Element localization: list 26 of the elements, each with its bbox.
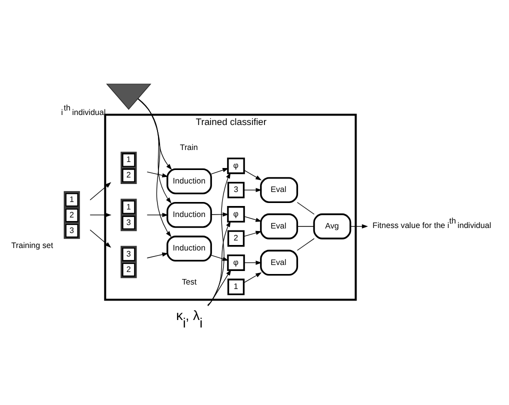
connector (296, 202, 315, 215)
arrow (243, 188, 262, 192)
arrow (244, 170, 262, 180)
arrow (210, 254, 229, 261)
arrow (138, 98, 172, 204)
connector (296, 226, 314, 227)
arrow (146, 212, 168, 218)
arrow (138, 98, 172, 238)
arrow (90, 182, 112, 200)
arrow (207, 269, 232, 306)
arrow (146, 252, 168, 258)
arrow (244, 216, 262, 222)
arrow (207, 220, 231, 306)
arrow (244, 260, 262, 265)
arrow (90, 212, 112, 218)
arrow (210, 212, 229, 217)
arrow (146, 172, 168, 178)
node-tree (106, 84, 152, 110)
arrow (210, 168, 229, 174)
connector (296, 238, 315, 251)
arrow (208, 172, 231, 306)
arrow (243, 230, 262, 237)
arrow (138, 98, 172, 170)
arrow (243, 272, 262, 284)
arrow (90, 230, 112, 248)
arrow (350, 224, 368, 228)
